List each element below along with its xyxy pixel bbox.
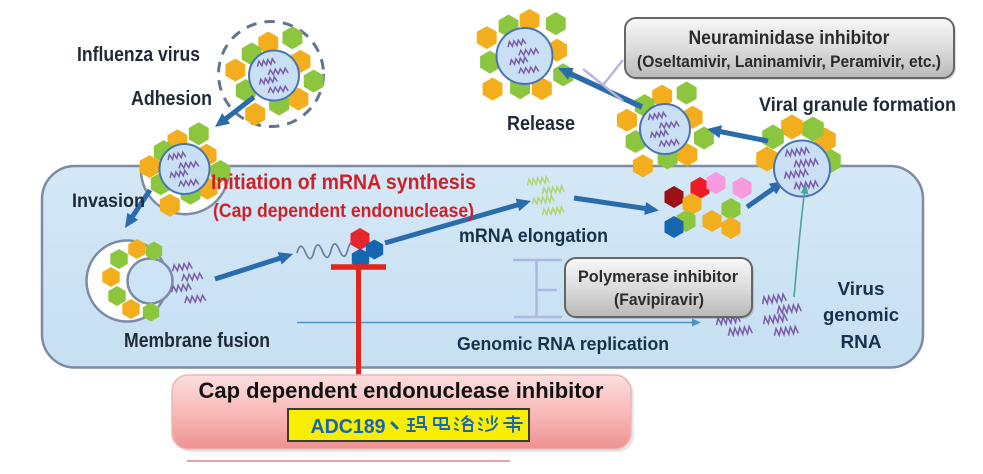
svg-text:Adhesion: Adhesion — [131, 88, 212, 110]
svg-text:Genomic RNA replication: Genomic RNA replication — [457, 334, 669, 354]
svg-text:Release: Release — [507, 113, 575, 135]
svg-text:(Favipiravir): (Favipiravir) — [614, 291, 704, 309]
svg-text:Influenza virus: Influenza virus — [77, 44, 200, 66]
svg-text:Initiation of mRNA synthesis: Initiation of mRNA synthesis — [211, 171, 476, 194]
svg-text:Viral granule formation: Viral granule formation — [759, 95, 956, 116]
svg-text:ADC189: ADC189 — [311, 416, 386, 438]
svg-text:(Oseltamivir, Laninamivir, Per: (Oseltamivir, Laninamivir, Peramivir, et… — [637, 53, 941, 71]
svg-text:genomic: genomic — [823, 305, 899, 325]
svg-text:Membrane fusion: Membrane fusion — [124, 330, 270, 352]
svg-text:Cap dependent endonuclease inh: Cap dependent endonuclease inhibitor — [199, 378, 604, 403]
svg-text:(Cap dependent endonuclease): (Cap dependent endonuclease) — [213, 201, 474, 222]
svg-text:Virus: Virus — [838, 279, 885, 299]
svg-text:Neuraminidase inhibitor: Neuraminidase inhibitor — [689, 28, 891, 49]
svg-text:mRNA elongation: mRNA elongation — [459, 226, 608, 247]
svg-text:Invasion: Invasion — [72, 191, 145, 212]
svg-text:Polymerase inhibitor: Polymerase inhibitor — [578, 267, 738, 286]
svg-text:RNA: RNA — [841, 332, 882, 352]
